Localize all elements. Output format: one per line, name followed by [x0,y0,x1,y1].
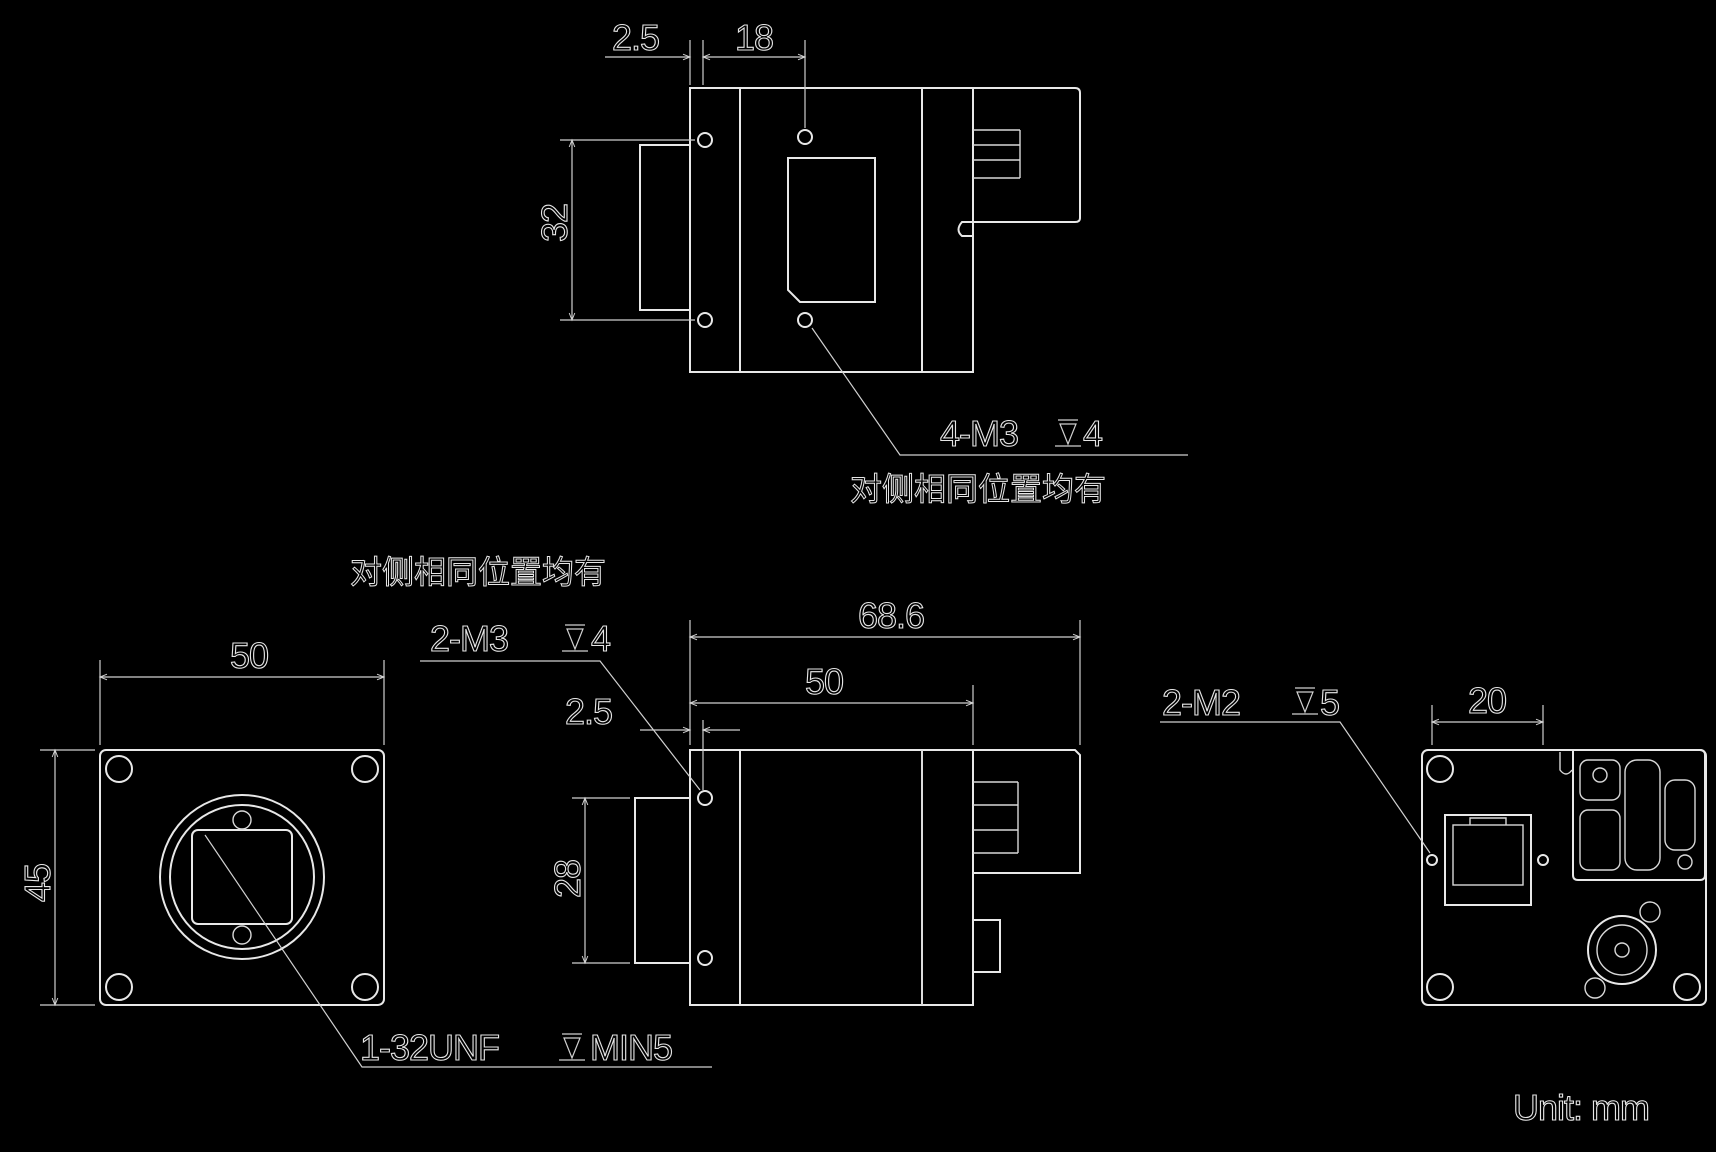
depth-symbol-icon [559,1033,585,1061]
side-hole-icon [697,950,713,966]
side-note-opposite: 对侧相同位置均有 [350,553,606,591]
top-callout-note: 对侧相同位置均有 [850,470,1106,508]
rear-hole-icon [1537,854,1549,866]
top-view: 2.5 18 32 4-M3 4 对侧相同位置均有 [533,16,1188,509]
rear-screw-icon [1426,755,1454,783]
top-label-window [787,157,876,303]
side-dim-body: 50 [805,661,843,702]
side-rear-section [921,749,974,1006]
depth-symbol-icon [1055,419,1081,447]
side-body [739,749,923,1006]
top-dim-32: 32 [534,204,575,242]
units-label: Unit: mm [1513,1087,1649,1128]
side-connector [972,919,1001,973]
side-dim-total: 68.6 [858,595,924,636]
depth-symbol-icon [562,624,588,652]
top-callout-holes: 4-M3 [940,413,1018,454]
top-hole-icon [697,312,713,328]
rear-callout-depth: 5 [1320,682,1339,723]
front-screw-icon [105,973,133,1001]
front-screw-icon [105,755,133,783]
top-hole-icon [797,129,813,145]
side-callout-holes: 2-M3 [430,618,508,659]
rear-body [1421,749,1707,1006]
front-callout-lens: 1-32UNF [360,1027,499,1068]
top-callout-depth: 4 [1083,413,1102,454]
top-dim-18: 18 [735,17,773,58]
front-sensor [191,829,293,925]
side-hole-icon [697,790,713,806]
rear-dim-20: 20 [1468,680,1506,721]
rear-screw-icon [1673,973,1701,1001]
depth-symbol-icon [1292,687,1318,715]
top-rear-section [922,87,1081,373]
top-lens-mount [639,144,691,311]
front-dim-height: 45 [17,864,58,902]
top-hole-icon [797,312,813,328]
side-callout-depth: 4 [591,618,610,659]
front-screw-icon [351,755,379,783]
rear-view: 20 2-M2 5 [1160,679,1707,1006]
front-screw-icon [351,973,379,1001]
front-view: 50 45 1-32UNF MIN5 [16,634,712,1069]
power-connector-icon [1587,915,1657,985]
side-flange [689,749,741,1006]
ethernet-port-icon [1444,814,1532,906]
rear-callout-holes: 2-M2 [1162,682,1240,723]
side-lens-mount [634,797,691,964]
top-body [739,87,923,373]
top-dim-2-5: 2.5 [612,17,659,58]
side-dim-28: 28 [547,860,588,898]
top-flange [689,87,741,373]
front-dim-width: 50 [230,635,268,676]
front-body [99,749,385,1006]
front-lens-ring [159,794,325,960]
front-callout-depth: MIN5 [590,1027,672,1068]
rear-screw-icon [1426,973,1454,1001]
io-connector-block [1572,749,1706,881]
side-view: 68.6 50 2.5 28 2-M3 4 对侧相同位置均有 [350,553,1082,1006]
top-hole-icon [697,132,713,148]
rear-hole-icon [1426,854,1438,866]
side-dim-2-5: 2.5 [565,691,612,732]
